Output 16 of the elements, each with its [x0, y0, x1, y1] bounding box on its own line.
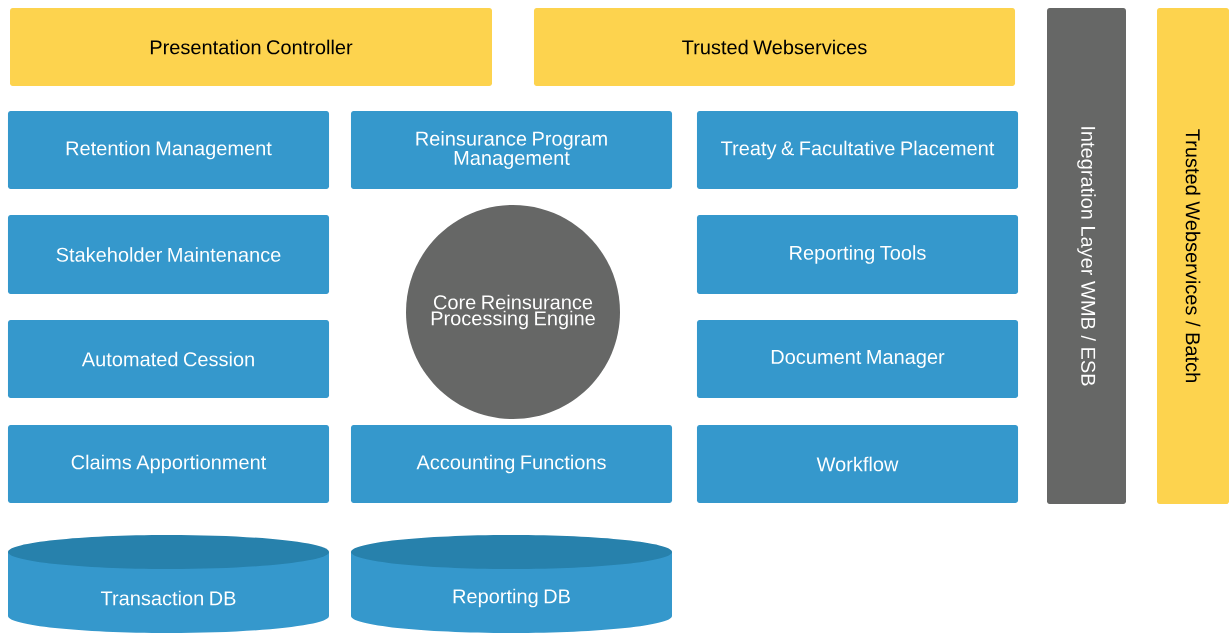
module-box: Stakeholder Maintenance	[8, 215, 330, 294]
module-box: Workflow	[696, 425, 1019, 503]
database-cylinder: Reporting DB	[351, 535, 672, 633]
database-cylinder: Transaction DB	[8, 535, 329, 633]
module-box: Reinsurance Program Management	[350, 111, 673, 189]
integration-bar: Integration Layer WMB / ESB	[1047, 8, 1126, 504]
module-box: Automated Cession	[8, 320, 330, 398]
module-box: Treaty & Facultative Placement	[696, 111, 1019, 189]
module-box: Accounting Functions	[350, 425, 673, 503]
service-bar: Trusted Webservices	[533, 8, 1016, 86]
module-box: Document Manager	[696, 320, 1019, 398]
module-box: Retention Management	[8, 111, 330, 189]
module-box: Claims Apportionment	[8, 425, 330, 503]
module-box: Reporting Tools	[696, 215, 1019, 294]
service-bar: Trusted Webservices / Batch	[1157, 8, 1229, 504]
service-bar: Presentation Controller	[10, 8, 492, 86]
